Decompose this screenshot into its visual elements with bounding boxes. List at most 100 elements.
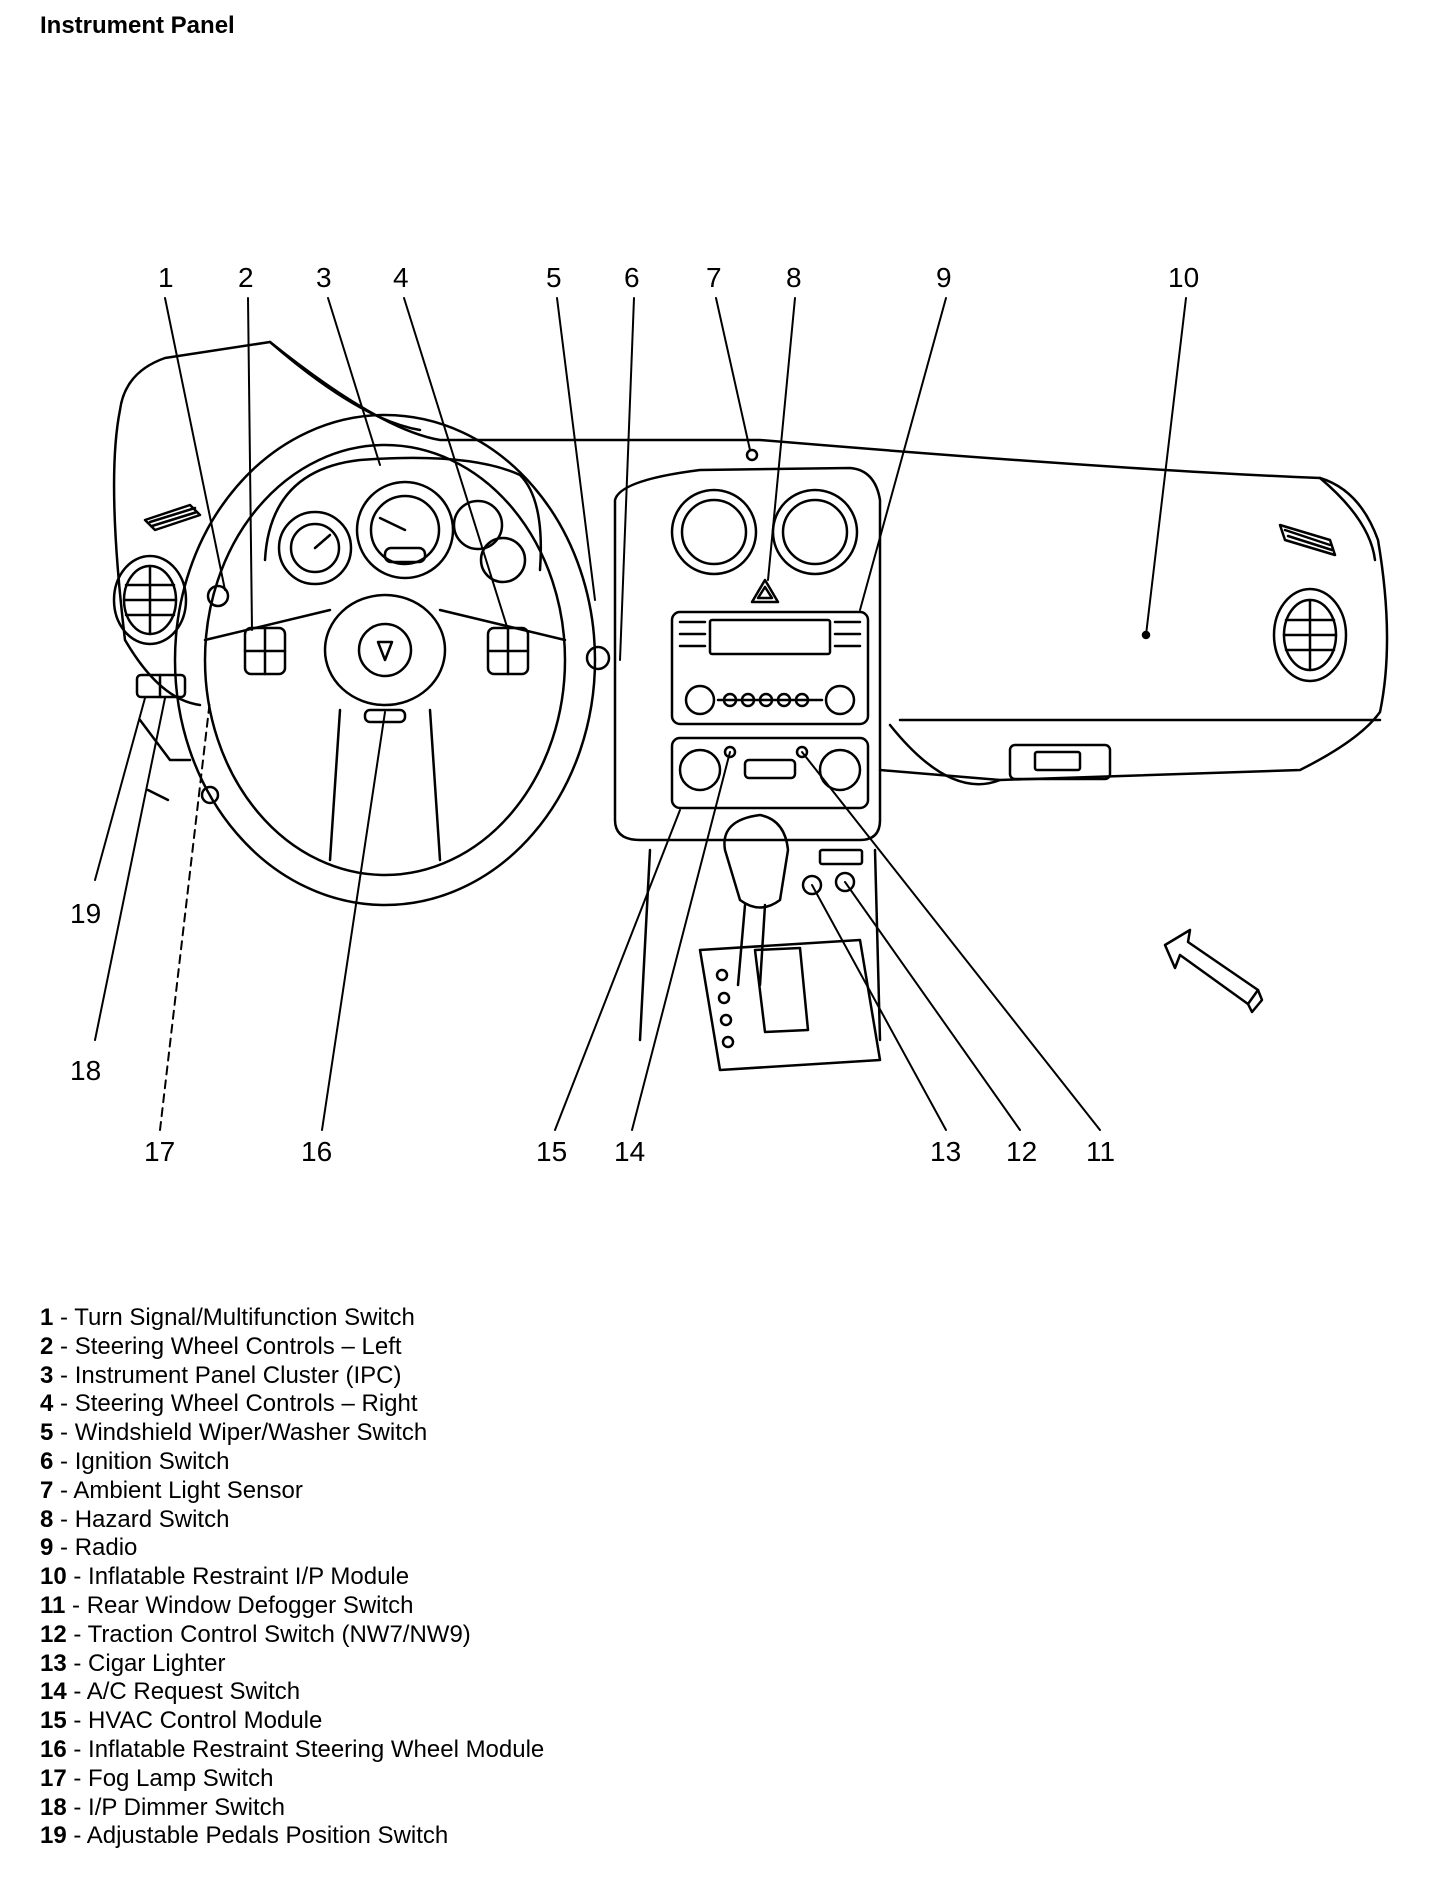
- legend-description: - Rear Window Defogger Switch: [65, 1591, 414, 1619]
- legend-item: 13 - Cigar Lighter: [40, 1650, 544, 1679]
- dash-lower-edge: [888, 718, 1382, 786]
- rear-defog-switch: [795, 745, 809, 759]
- hazard-button: [750, 578, 780, 604]
- console: [698, 938, 882, 1072]
- callout-14: 14: [614, 1136, 645, 1167]
- cluster-hood: [263, 456, 543, 572]
- legend-description: - Instrument Panel Cluster (IPC): [53, 1361, 402, 1389]
- dash-outline: [112, 340, 1389, 782]
- legend-description: - Hazard Switch: [53, 1505, 230, 1533]
- right-upper-vent: [1278, 523, 1337, 557]
- legend-description: - Adjustable Pedals Position Switch: [66, 1822, 449, 1850]
- legend-number: 4: [40, 1390, 54, 1418]
- fuel-gauge: [452, 499, 504, 551]
- legend-number: 11: [40, 1591, 66, 1619]
- callout-17: 17: [144, 1136, 175, 1167]
- legend-number: 15: [40, 1707, 67, 1735]
- callout-15: 15: [536, 1136, 567, 1167]
- legend-description: - Cigar Lighter: [66, 1649, 226, 1677]
- steering-spokes: [203, 608, 567, 862]
- page-title: Instrument Panel: [40, 12, 235, 39]
- callout-4: 4: [393, 262, 409, 293]
- legend-description: - Ambient Light Sensor: [53, 1476, 303, 1504]
- legend-number: 12: [40, 1620, 67, 1648]
- legend-item: 16 - Inflatable Restraint Steering Wheel…: [40, 1736, 544, 1765]
- callout-16: 16: [301, 1136, 332, 1167]
- legend-item: 11 - Rear Window Defogger Switch: [40, 1592, 544, 1621]
- airbag-module: [323, 593, 447, 707]
- legend-description: - HVAC Control Module: [66, 1707, 323, 1735]
- radio: [670, 610, 870, 726]
- tachometer: [277, 510, 353, 586]
- callout-2: 2: [238, 262, 254, 293]
- callout-19: 19: [70, 898, 101, 929]
- ignition-switch: [585, 645, 611, 671]
- callout-18: 18: [70, 1055, 101, 1086]
- center-stack: [613, 466, 882, 842]
- legend-description: - Traction Control Switch (NW7/NW9): [66, 1620, 471, 1648]
- legend-number: 17: [40, 1764, 67, 1792]
- legend-item: 12 - Traction Control Switch (NW7/NW9): [40, 1621, 544, 1650]
- legend-number: 13: [40, 1649, 67, 1677]
- callout-9: 9: [936, 262, 952, 293]
- legend-number: 8: [40, 1505, 54, 1533]
- direction-arrow: [1163, 928, 1260, 1006]
- callout-5: 5: [546, 262, 562, 293]
- right-vent: [1272, 587, 1348, 683]
- glove-box-handle: [1008, 743, 1112, 781]
- legend-number: 10: [40, 1563, 67, 1591]
- legend-item: 10 - Inflatable Restraint I/P Module: [40, 1563, 544, 1592]
- legend-description: - Turn Signal/Multifunction Switch: [53, 1304, 415, 1331]
- legend-description: - Windshield Wiper/Washer Switch: [53, 1419, 428, 1447]
- shifter: [723, 813, 790, 909]
- legend-description: - Fog Lamp Switch: [66, 1764, 274, 1792]
- callout-10: 10: [1168, 262, 1199, 293]
- legend-number: 3: [40, 1361, 54, 1389]
- legend-description: - A/C Request Switch: [66, 1678, 301, 1706]
- legend-number: 18: [40, 1793, 67, 1821]
- legend-item: 9 - Radio: [40, 1534, 544, 1563]
- legend-item: 5 - Windshield Wiper/Washer Switch: [40, 1419, 544, 1448]
- cigar-lighter: [801, 874, 823, 896]
- legend-description: - Inflatable Restraint I/P Module: [66, 1563, 410, 1591]
- legend-number: 16: [40, 1735, 67, 1763]
- callout-8: 8: [786, 262, 802, 293]
- left-vent: [112, 554, 188, 646]
- ac-switch: [723, 745, 737, 759]
- legend-number: 2: [40, 1332, 54, 1360]
- center-vent-right: [771, 488, 859, 576]
- callout-13: 13: [930, 1136, 961, 1167]
- legend-number: 7: [40, 1476, 54, 1504]
- legend-item: 15 - HVAC Control Module: [40, 1707, 544, 1736]
- leader-lines: [94, 297, 1187, 1131]
- instrument-panel-diagram: 1 2 3 4 5 6 7 8 9 10 11 12 13 14 15 16 1…: [70, 262, 1389, 1167]
- legend-item: 14 - A/C Request Switch: [40, 1678, 544, 1707]
- speedometer: [355, 480, 455, 580]
- legend-number: 1: [40, 1304, 54, 1331]
- legend-number: 9: [40, 1534, 54, 1562]
- legend-number: 6: [40, 1447, 54, 1475]
- legend-number: 19: [40, 1822, 67, 1850]
- legend-item: 17 - Fog Lamp Switch: [40, 1765, 544, 1794]
- steering-wheel: [173, 413, 597, 907]
- legend-description: - Radio: [53, 1534, 138, 1562]
- legend-item: 8 - Hazard Switch: [40, 1506, 544, 1535]
- callout-7: 7: [706, 262, 722, 293]
- dash-top-edge: [268, 340, 1377, 562]
- traction-control-switch: [834, 871, 856, 893]
- callout-11: 11: [1086, 1136, 1115, 1167]
- legend-description: - Ignition Switch: [53, 1447, 230, 1475]
- callout-6: 6: [624, 262, 640, 293]
- legend-item: 3 - Instrument Panel Cluster (IPC): [40, 1362, 544, 1391]
- turn-signal-stalk: [206, 584, 230, 608]
- legend-description: - Steering Wheel Controls – Left: [53, 1332, 402, 1360]
- legend-item: 6 - Ignition Switch: [40, 1448, 544, 1477]
- legend-item: 4 - Steering Wheel Controls – Right: [40, 1390, 544, 1419]
- hvac-control-module: [670, 736, 870, 810]
- legend-description: - Inflatable Restraint Steering Wheel Mo…: [66, 1735, 545, 1763]
- center-vent-left: [670, 488, 758, 576]
- legend-item: 7 - Ambient Light Sensor: [40, 1477, 544, 1506]
- legend-item: 1 - Turn Signal/Multifunction Switch: [40, 1304, 544, 1333]
- legend-number: 5: [40, 1419, 54, 1447]
